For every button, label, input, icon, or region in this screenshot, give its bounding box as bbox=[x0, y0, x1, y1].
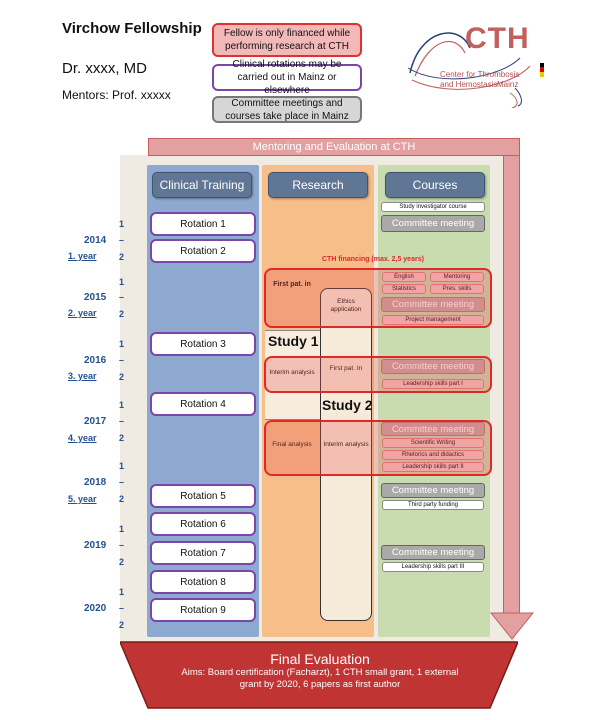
clinical-header: Clinical Training bbox=[152, 172, 252, 198]
committee-meeting: Committee meeting bbox=[381, 359, 485, 374]
year-index-link[interactable]: 2. year bbox=[68, 308, 97, 318]
rotation-4: Rotation 4 bbox=[150, 392, 256, 416]
research-header: Research bbox=[268, 172, 368, 198]
half-year-dash: – bbox=[119, 292, 125, 302]
half-year-number: 2 bbox=[119, 494, 125, 504]
study-1-block bbox=[265, 330, 320, 420]
cth-financing-label: CTH financing (max. 2,5 years) bbox=[322, 256, 424, 263]
half-year-dash: – bbox=[119, 355, 125, 365]
half-year-number: 2 bbox=[119, 309, 125, 319]
rotation-9: Rotation 9 bbox=[150, 598, 256, 622]
half-year-dash: – bbox=[119, 540, 125, 550]
course-pres-skills: Pres. skills bbox=[430, 284, 484, 294]
logo-name: CTH bbox=[465, 22, 530, 55]
interim-analysis-2-label: Interim analysis bbox=[323, 441, 369, 448]
half-year-dash: – bbox=[119, 603, 125, 613]
courses-header: Courses bbox=[385, 172, 485, 198]
cth-logo-icon bbox=[407, 32, 544, 108]
course-scientific-writing: Scientific Writing bbox=[382, 438, 484, 448]
year-label: 2017 bbox=[84, 416, 107, 427]
legend-purple-note: Clinical rotations may be carried out in… bbox=[212, 59, 362, 96]
half-year-number: 1 bbox=[119, 277, 125, 287]
first-pat-in-2-label: First pat. In bbox=[329, 365, 363, 372]
cth-financing-block bbox=[264, 356, 492, 393]
cth-financing-block bbox=[264, 420, 492, 476]
half-year-number: 2 bbox=[119, 252, 125, 262]
mentoring-arrow bbox=[148, 138, 520, 156]
rotation-3: Rotation 3 bbox=[150, 332, 256, 356]
fellow-name: Dr. xxxx, MD bbox=[62, 60, 147, 77]
year-label: 2016 bbox=[84, 355, 107, 366]
half-year-number: 1 bbox=[119, 339, 125, 349]
page-title: Virchow Fellowship bbox=[62, 20, 202, 37]
half-year-dash: – bbox=[119, 477, 125, 487]
committee-meeting: Committee meeting bbox=[381, 297, 485, 312]
year-index-link[interactable]: 3. year bbox=[68, 371, 97, 381]
ethics-application-label: Ethics application bbox=[330, 298, 362, 313]
final-evaluation: Final Evaluation Aims: Board certificati… bbox=[170, 651, 470, 691]
year-label: 2020 bbox=[84, 603, 107, 614]
half-year-number: 1 bbox=[119, 219, 125, 229]
final-evaluation-aims: Aims: Board certification (Facharzt), 1 … bbox=[181, 667, 459, 690]
final-evaluation-title: Final Evaluation bbox=[270, 651, 370, 667]
year-label: 2014 bbox=[84, 235, 107, 246]
legend-gray-note: Committee meetings and courses take plac… bbox=[212, 96, 362, 123]
rotation-1: Rotation 1 bbox=[150, 212, 256, 236]
year-label: 2019 bbox=[84, 540, 107, 551]
rotation-2: Rotation 2 bbox=[150, 239, 256, 263]
study-1-label: Study 1 bbox=[268, 333, 319, 349]
rotation-8: Rotation 8 bbox=[150, 570, 256, 594]
course-mentoring: Mentoring bbox=[430, 272, 484, 282]
year-index-link[interactable]: 5. year bbox=[68, 494, 97, 504]
mentors-label: Mentors: Prof. xxxxx bbox=[62, 88, 171, 102]
final-evaluation-shape bbox=[120, 641, 518, 709]
half-year-number: 2 bbox=[119, 433, 125, 443]
legend-red-note: Fellow is only financed while performing… bbox=[212, 23, 362, 57]
half-year-number: 2 bbox=[119, 372, 125, 382]
year-label: 2018 bbox=[84, 477, 107, 488]
half-year-number: 1 bbox=[119, 400, 125, 410]
study-timeline-track bbox=[320, 288, 372, 621]
rotation-5: Rotation 5 bbox=[150, 484, 256, 508]
logo-city: Mainz bbox=[497, 80, 519, 89]
mentoring-arrow-label: Mentoring and Evaluation at CTH bbox=[252, 141, 416, 153]
year-label: 2015 bbox=[84, 292, 107, 303]
half-year-number: 1 bbox=[119, 524, 125, 534]
rotation-6: Rotation 6 bbox=[150, 512, 256, 536]
committee-meeting: Committee meeting bbox=[381, 215, 485, 232]
committee-meeting: Committee meeting bbox=[381, 422, 485, 436]
course-leadership-2: Leadership skills part II bbox=[382, 462, 484, 472]
half-year-number: 2 bbox=[119, 620, 125, 630]
course-statistics: Statistics bbox=[382, 284, 426, 294]
half-year-number: 2 bbox=[119, 557, 125, 567]
course-leadership-1: Leadership skills part I bbox=[382, 379, 484, 389]
half-year-number: 1 bbox=[119, 461, 125, 471]
rotation-7: Rotation 7 bbox=[150, 541, 256, 565]
year-index-link[interactable]: 4. year bbox=[68, 433, 97, 443]
course-rhetorics: Rhetorics and didactics bbox=[382, 450, 484, 460]
year-index-link[interactable]: 1. year bbox=[68, 251, 97, 261]
half-year-number: 1 bbox=[119, 587, 125, 597]
study-2-label: Study 2 bbox=[322, 397, 373, 413]
committee-meeting: Committee meeting bbox=[381, 483, 485, 498]
final-analysis-label: Final analysis bbox=[272, 441, 312, 448]
course-project-management: Project management bbox=[382, 315, 484, 325]
course-study-investigator: Study investigator course bbox=[381, 202, 485, 212]
course-leadership-3: Leadership skills part III bbox=[382, 562, 484, 572]
half-year-dash: – bbox=[119, 235, 125, 245]
arrow-head-icon bbox=[490, 612, 534, 640]
cth-financing-block bbox=[264, 268, 492, 328]
course-third-party-funding: Third party funding bbox=[382, 500, 484, 510]
logo-subtitle: Center for Thrombosis and Hemostasis bbox=[440, 70, 520, 89]
interim-analysis-label: Interim analysis bbox=[269, 369, 315, 376]
committee-meeting: Committee meeting bbox=[381, 545, 485, 560]
first-pat-in-label: First pat. in bbox=[273, 281, 311, 288]
course-english: English bbox=[382, 272, 426, 282]
mentoring-arrow-shaft bbox=[503, 156, 520, 616]
half-year-dash: – bbox=[119, 416, 125, 426]
